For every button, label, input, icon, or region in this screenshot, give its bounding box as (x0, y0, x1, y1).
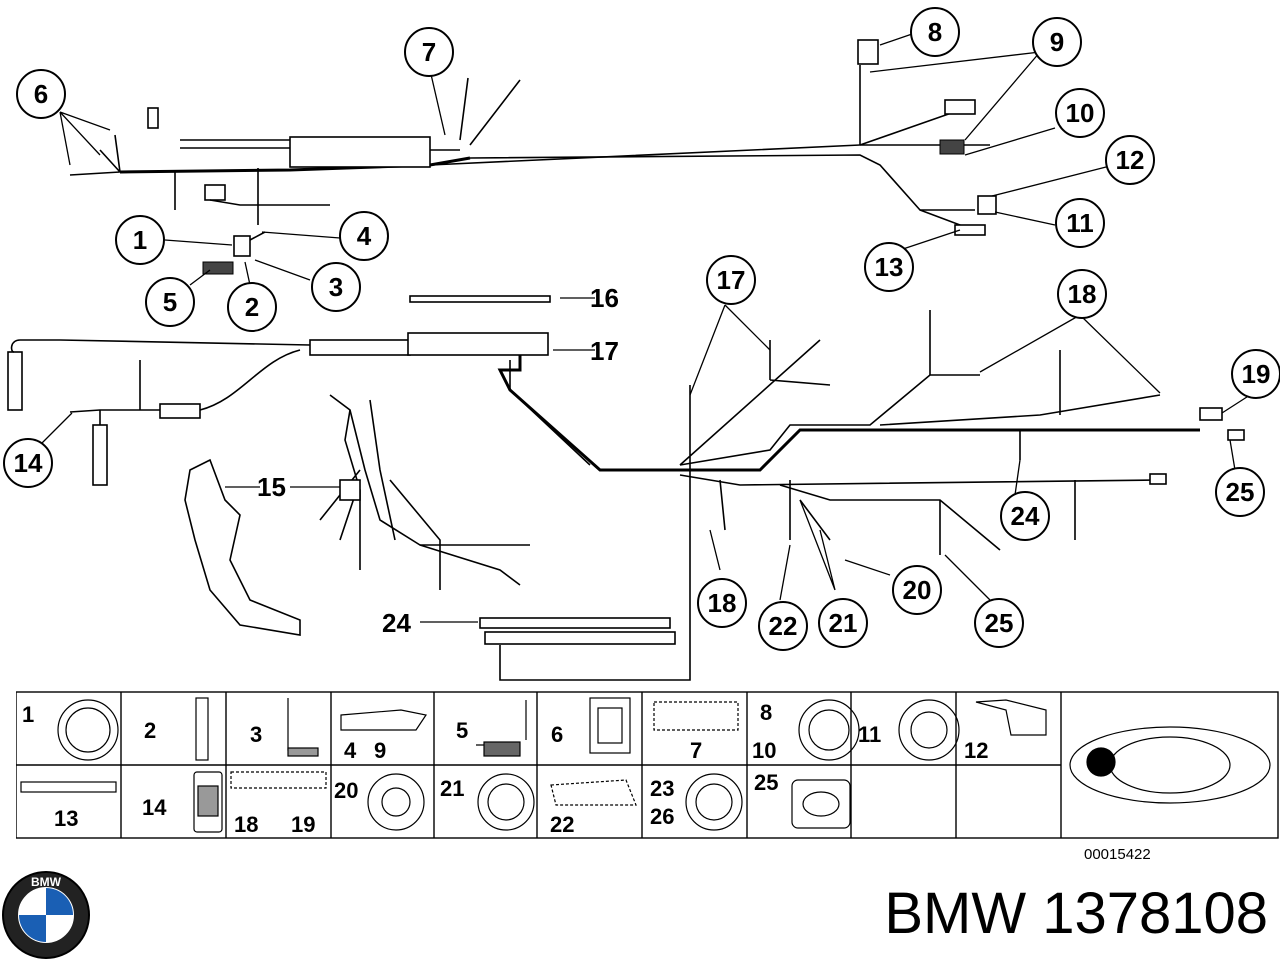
legend-5: 5 (456, 718, 468, 743)
leader-lines (39, 32, 1251, 623)
callout-7: 7 (404, 27, 454, 77)
wiring-harness-diagram: 16 17 15 24 1 2 3 4 5 6 7 8 9 10 11 12 1… (3, 7, 1280, 681)
svg-text:6: 6 (34, 79, 48, 109)
svg-text:25: 25 (985, 608, 1014, 638)
callout-3: 3 (311, 262, 361, 312)
callout-21: 20 (892, 565, 942, 615)
legend-23: 23 (650, 776, 674, 801)
legend-12: 12 (964, 738, 988, 763)
callout-11: 11 (1055, 198, 1105, 248)
callout-12: 12 (1105, 135, 1155, 185)
legend-25: 25 (754, 770, 778, 795)
callout-14: 14 (3, 438, 53, 488)
svg-text:18: 18 (708, 588, 737, 618)
svg-text:7: 7 (422, 37, 436, 67)
svg-text:18: 18 (1068, 279, 1097, 309)
middle-harness (7, 295, 680, 486)
legend-8: 8 (760, 700, 772, 725)
legend-11: 11 (858, 722, 881, 747)
legend-2: 2 (144, 718, 156, 743)
svg-text:5: 5 (163, 287, 177, 317)
svg-text:22: 22 (769, 611, 798, 641)
callout-20: 19 (1231, 349, 1280, 399)
callout-23: 22 (758, 601, 808, 651)
legend-1: 1 (22, 702, 34, 727)
legend-18: 18 (234, 812, 258, 837)
lower-left-harness (184, 394, 530, 636)
legend-22: 22 (550, 812, 574, 837)
legend-4: 4 (344, 738, 357, 763)
callout-6: 6 (16, 69, 66, 119)
legend-21: 21 (440, 776, 464, 801)
callout-2: 2 (227, 282, 277, 332)
legend-13: 13 (54, 806, 78, 831)
svg-text:17: 17 (717, 265, 746, 295)
svg-text:BMW: BMW (31, 875, 62, 889)
legend-7: 7 (690, 738, 702, 763)
legend-20: 20 (334, 778, 358, 803)
callout-10: 10 (1055, 88, 1105, 138)
label-15: 15 (257, 472, 286, 502)
legend-26: 26 (650, 804, 674, 829)
svg-text:24: 24 (1011, 501, 1040, 531)
svg-text:3: 3 (329, 272, 343, 302)
callout-18-upper: 17 (706, 255, 756, 305)
label-24: 24 (382, 608, 411, 638)
svg-text:13: 13 (875, 252, 904, 282)
upper-harness (69, 39, 997, 275)
svg-text:21: 21 (829, 608, 858, 638)
right-harness (479, 310, 1245, 681)
svg-text:20: 20 (903, 575, 932, 605)
callout-25-lower: 25 (974, 598, 1024, 648)
callout-5: 5 (145, 277, 195, 327)
svg-text:2: 2 (245, 292, 259, 322)
callout-25-upper: 24 (1000, 491, 1050, 541)
svg-text:8: 8 (928, 17, 942, 47)
parts-legend-grid: 1 2 3 4 9 5 6 7 8 10 11 12 13 14 18 19 2… (16, 691, 1279, 839)
callout-26: 25 (1215, 467, 1265, 517)
svg-text:4: 4 (357, 221, 372, 251)
svg-text:9: 9 (1050, 27, 1064, 57)
legend-10: 10 (752, 738, 776, 763)
label-17: 17 (590, 336, 619, 366)
svg-text:11: 11 (1066, 208, 1094, 238)
callout-4: 4 (339, 211, 389, 261)
bmw-logo-icon: BMW (2, 871, 90, 959)
callout-18-lower: 18 (697, 578, 747, 628)
svg-text:14: 14 (14, 448, 43, 478)
legend-3: 3 (250, 722, 262, 747)
callout-8: 8 (910, 7, 960, 57)
callout-9: 9 (1032, 17, 1082, 67)
legend-19: 19 (291, 812, 315, 837)
callout-1: 1 (115, 215, 165, 265)
legend-14: 14 (142, 795, 167, 820)
reference-code: 00015422 (1084, 846, 1151, 863)
legend-9: 9 (374, 738, 386, 763)
svg-text:1: 1 (133, 225, 147, 255)
label-16: 16 (590, 283, 619, 313)
callout-22: 21 (818, 598, 868, 648)
svg-text:19: 19 (1242, 359, 1271, 389)
callout-19: 18 (1057, 269, 1107, 319)
svg-text:10: 10 (1066, 98, 1095, 128)
callout-13: 13 (864, 242, 914, 292)
svg-text:12: 12 (1116, 145, 1145, 175)
legend-6: 6 (551, 722, 563, 747)
svg-text:25: 25 (1226, 477, 1255, 507)
part-number-title: BMW 1378108 (884, 881, 1268, 946)
